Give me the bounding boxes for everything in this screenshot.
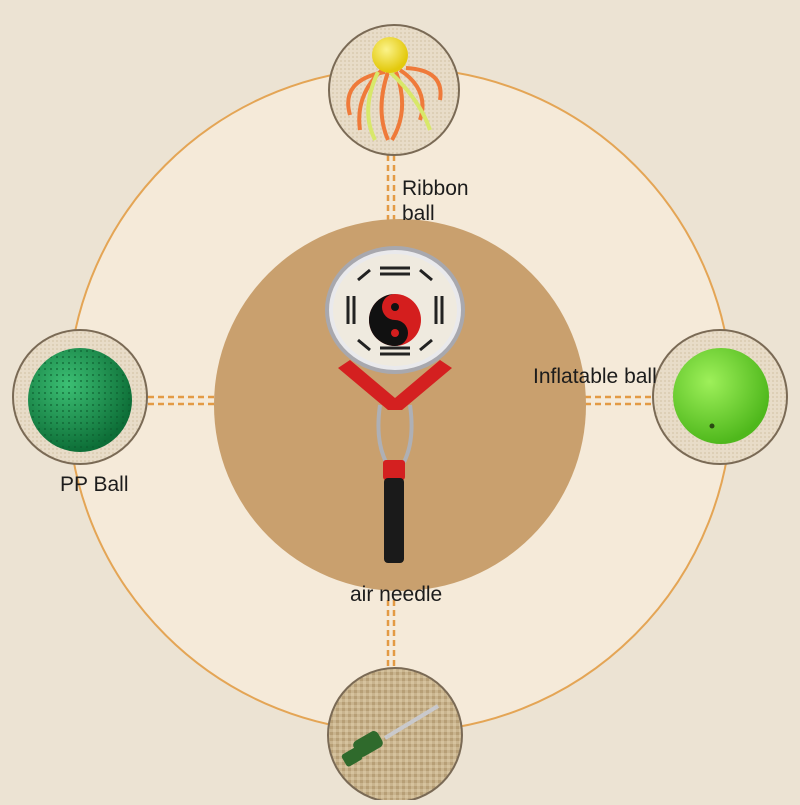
connector-lines	[148, 155, 654, 668]
inflatable-ball-icon	[652, 329, 788, 465]
pp-ball-icon	[12, 329, 148, 465]
air-needle-label: air needle	[350, 583, 443, 606]
ribbon-ball-icon	[328, 24, 460, 156]
inflatable-ball-label: Inflatable ball	[533, 365, 657, 388]
ribbon-ball-label: Ribbon ball	[402, 177, 469, 225]
pp-ball-label: PP Ball	[60, 473, 129, 496]
taichi-racket-icon	[325, 246, 465, 563]
air-needle-icon	[327, 667, 463, 803]
